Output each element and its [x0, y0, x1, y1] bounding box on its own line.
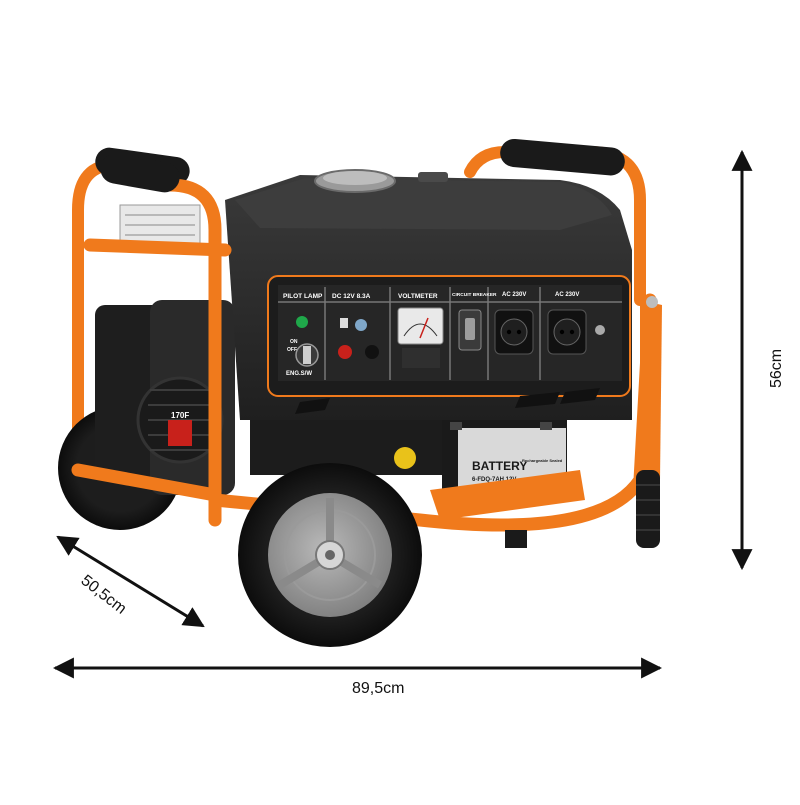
ac-outlet-2-label: AC 230V	[555, 292, 579, 298]
engine-model: 170F	[171, 411, 189, 420]
pilot-lamp	[296, 316, 308, 328]
front-wheel	[238, 463, 422, 647]
fold-handle	[636, 296, 662, 548]
fuel-tank-top	[235, 178, 612, 230]
rear-handle-grip	[500, 138, 625, 176]
ground-terminal[interactable]	[595, 325, 605, 335]
width-dimension-label: 89,5cm	[352, 680, 405, 697]
on-label: ON	[290, 339, 298, 345]
battery-model: 6-FDQ-7AH 12V	[472, 477, 516, 483]
front-handle-grip	[100, 153, 180, 193]
voltmeter-label: VOLTMETER	[398, 293, 438, 300]
vent-grille	[295, 388, 600, 414]
oil-cap	[394, 447, 416, 469]
circuit-breaker-label: CIRCUIT BREAKER	[452, 292, 497, 298]
height-dimension-label: 56cm	[768, 348, 785, 388]
ac-outlet-1-label: AC 230V	[502, 292, 526, 298]
voltmeter-dial	[397, 307, 444, 345]
off-label: OFF	[287, 347, 297, 353]
control-panel: PILOT LAMP DC 12V 8.3A VOLTMETER CIRCUIT…	[267, 275, 631, 397]
dc-fuse[interactable]	[355, 319, 367, 331]
battery: BATTERY 6-FDQ-7AH 12V Rechargeable Seale…	[442, 420, 567, 498]
battery-tray	[430, 470, 585, 520]
front-frame	[71, 178, 657, 532]
dc-terminal-positive[interactable]	[338, 345, 352, 359]
dc-terminal-negative[interactable]	[365, 345, 379, 359]
dc-output-label: DC 12V 8.3A	[332, 293, 371, 300]
pilot-lamp-label: PILOT LAMP	[283, 293, 323, 300]
support-foot	[505, 530, 527, 548]
depth-arrow	[56, 535, 205, 628]
battery-label: BATTERY	[472, 459, 527, 473]
battery-note: Rechargeable Sealed	[522, 458, 563, 463]
eng-switch-label: ENG.S/W	[286, 371, 312, 377]
fuel-gauge	[418, 172, 448, 182]
